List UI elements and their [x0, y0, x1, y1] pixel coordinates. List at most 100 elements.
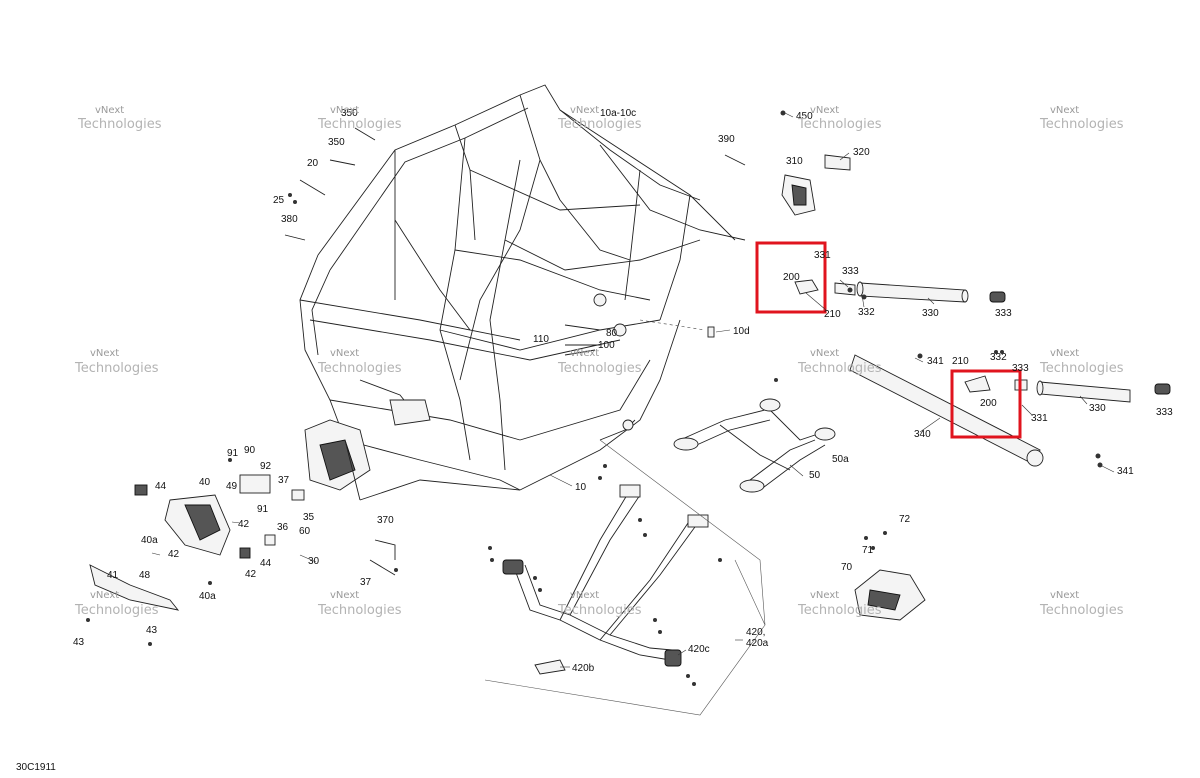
callout-200-lower: 200	[980, 398, 997, 409]
callout-333-b: 333	[995, 308, 1012, 319]
callout-42-a: 42	[238, 519, 250, 530]
callout-333-c: 333	[1012, 363, 1029, 374]
bracket-70	[854, 569, 926, 621]
watermark-line1: vNext	[570, 348, 599, 359]
callout-320: 320	[853, 147, 870, 158]
callout-70: 70	[841, 562, 853, 573]
watermarks: vNext Technologies vNext Technologies vN…	[74, 105, 1124, 618]
callout-370: 370	[377, 515, 394, 526]
highlight-200-upper	[755, 241, 827, 314]
callout-90: 90	[244, 445, 256, 456]
callout-42-b: 42	[168, 549, 180, 560]
lower-tube-330	[1014, 379, 1171, 403]
callout-60: 60	[299, 526, 311, 537]
fasteners	[86, 110, 1103, 686]
callout-310: 310	[786, 156, 803, 167]
watermark-line1: vNext	[810, 590, 839, 601]
watermark-line2: Technologies	[1039, 361, 1124, 376]
callout-80: 80	[606, 328, 618, 339]
watermark-line2: Technologies	[797, 603, 882, 618]
callout-40a-1: 40a	[141, 535, 158, 546]
callout-350-a: 350	[341, 108, 358, 119]
callout-10d: 10d	[733, 326, 750, 337]
leader-lines	[151, 112, 1115, 668]
callout-43-a: 43	[73, 637, 85, 648]
callout-40: 40	[199, 477, 211, 488]
callout-380: 380	[281, 214, 298, 225]
callout-100: 100	[598, 340, 615, 351]
callout-91-a: 91	[227, 448, 239, 459]
watermark-line1: vNext	[330, 348, 359, 359]
watermark-line2: Technologies	[797, 117, 882, 132]
callout-20: 20	[307, 158, 319, 169]
callout-25: 25	[273, 195, 285, 206]
callout-341-a: 341	[927, 356, 944, 367]
watermark-line1: vNext	[330, 105, 359, 116]
callout-110: 110	[533, 334, 549, 345]
callout-35: 35	[303, 512, 315, 523]
callout-48: 48	[139, 570, 151, 581]
callout-331-lower: 331	[1031, 413, 1048, 424]
callout-420b: 420b	[572, 663, 595, 674]
callout-37-b: 37	[360, 577, 372, 588]
callout-332-upper: 332	[858, 307, 875, 318]
callout-350-b: 350	[328, 137, 345, 148]
roll-cage-frame	[299, 84, 746, 501]
callout-333-a: 333	[842, 266, 859, 277]
callout-210-upper: 210	[824, 309, 841, 320]
watermark-line2: Technologies	[74, 603, 159, 618]
watermark-line1: vNext	[810, 348, 839, 359]
callout-420: 420,	[746, 627, 765, 638]
callout-91-b: 91	[257, 504, 269, 515]
watermark-line1: vNext	[570, 105, 599, 116]
watermark-line1: vNext	[90, 590, 119, 601]
watermark-line2: Technologies	[797, 361, 882, 376]
diagram-code: 30C1911	[16, 762, 56, 773]
watermark-line1: vNext	[1050, 105, 1079, 116]
upper-tube-330	[834, 281, 1006, 303]
watermark-line1: vNext	[810, 105, 839, 116]
watermark-line2: Technologies	[77, 117, 162, 132]
watermark-line1: vNext	[570, 590, 599, 601]
callout-10a-10c: 10a-10c	[600, 108, 636, 119]
watermark-line2: Technologies	[74, 361, 159, 376]
watermark-line2: Technologies	[1039, 117, 1124, 132]
front-module-40	[89, 474, 305, 611]
callout-333-d: 333	[1156, 407, 1173, 418]
callout-340: 340	[914, 429, 931, 440]
callout-30: 30	[308, 556, 320, 567]
bracket-320	[824, 154, 851, 171]
callout-200-upper: 200	[783, 272, 800, 283]
callout-92: 92	[260, 461, 272, 472]
callout-72: 72	[899, 514, 911, 525]
bracket-310	[781, 174, 816, 216]
watermark-line1: vNext	[330, 590, 359, 601]
callout-50: 50	[809, 470, 821, 481]
watermark-line1: vNext	[90, 348, 119, 359]
watermark-line2: Technologies	[317, 117, 402, 132]
callout-332-lower: 332	[990, 352, 1007, 363]
callout-43-b: 43	[146, 625, 158, 636]
watermark-line1: vNext	[1050, 348, 1079, 359]
callout-10: 10	[575, 482, 587, 493]
watermark-line2: Technologies	[317, 361, 402, 376]
callout-420c: 420c	[688, 644, 710, 655]
callout-36: 36	[277, 522, 289, 533]
watermark-line1: vNext	[1050, 590, 1079, 601]
callout-330-upper: 330	[922, 308, 939, 319]
bracket-50	[673, 398, 836, 493]
callout-331-upper: 331	[814, 250, 831, 261]
watermark-line1: vNext	[95, 105, 124, 116]
callout-41: 41	[107, 570, 119, 581]
highlight-200-lower	[950, 369, 1022, 439]
callout-330-lower: 330	[1089, 403, 1106, 414]
watermark-line2: Technologies	[557, 603, 642, 618]
callout-420a: 420a	[746, 638, 769, 649]
watermark-line2: Technologies	[317, 603, 402, 618]
callout-37-a: 37	[278, 475, 290, 486]
callout-44-a: 44	[155, 481, 167, 492]
callout-49: 49	[226, 481, 238, 492]
callout-390: 390	[718, 134, 735, 145]
callout-44-b: 44	[260, 558, 272, 569]
callout-210-lower: 210	[952, 356, 969, 367]
